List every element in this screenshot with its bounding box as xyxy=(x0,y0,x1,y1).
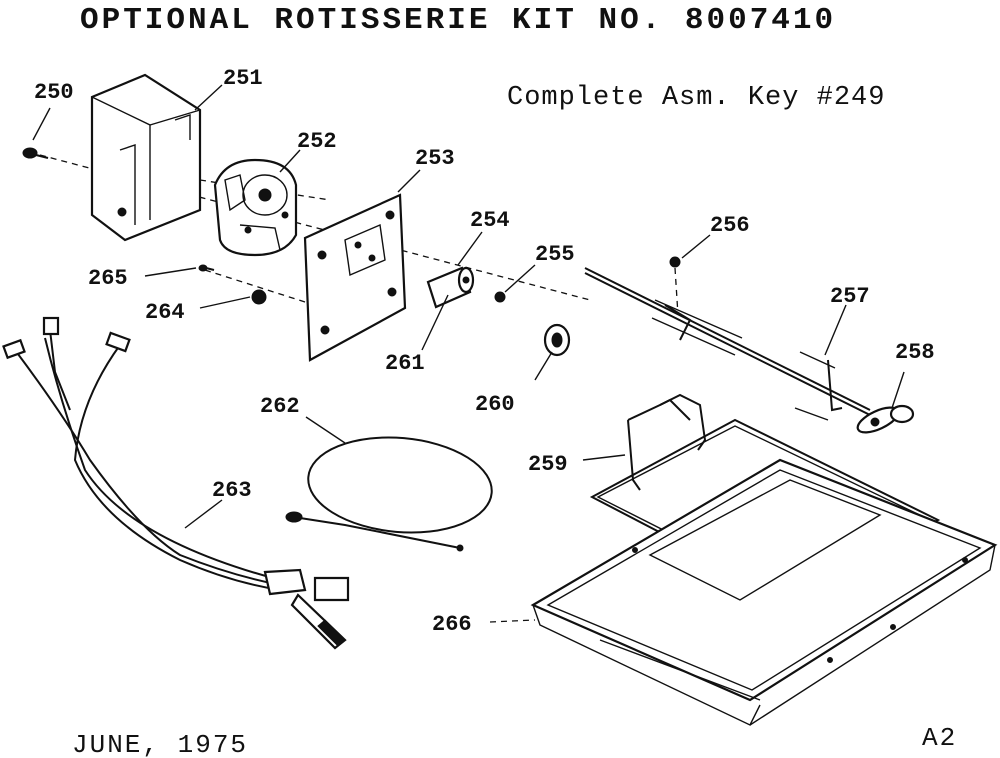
callout-266: 266 xyxy=(432,612,472,637)
callout-265: 265 xyxy=(88,266,128,291)
assembly-key: Complete Asm. Key #249 xyxy=(507,83,885,113)
callout-253: 253 xyxy=(415,146,455,171)
callout-259: 259 xyxy=(528,452,568,477)
callout-256: 256 xyxy=(710,213,750,238)
callout-250: 250 xyxy=(34,80,74,105)
screw-axis-line xyxy=(674,267,679,316)
callout-255: 255 xyxy=(535,242,575,267)
part-260-bushing xyxy=(543,323,571,357)
callout-251: 251 xyxy=(223,66,263,91)
assembly-axis-line xyxy=(39,154,591,301)
diagram-title: OPTIONAL ROTISSERIE KIT NO. 8007410 xyxy=(80,3,836,38)
part-257-spit-rod xyxy=(584,267,871,421)
footer-page: A2 xyxy=(922,723,957,753)
part-253-mounting-plate xyxy=(303,193,407,362)
part-251-motor-cover xyxy=(90,73,202,242)
part-262-cord xyxy=(285,436,493,552)
part-256-setscrew xyxy=(669,256,681,268)
callout-260: 260 xyxy=(475,392,515,417)
part-255-screw xyxy=(494,291,506,303)
callout-leaders xyxy=(32,84,905,623)
callout-258: 258 xyxy=(895,340,935,365)
callout-261: 261 xyxy=(385,351,425,376)
part-263-wiring-harness xyxy=(2,316,350,650)
part-266-broiler-pan xyxy=(530,458,998,726)
part-264-nut xyxy=(251,289,267,305)
part-258-handle xyxy=(856,404,915,434)
callout-264: 264 xyxy=(145,300,185,325)
part-261-shaft-sleeve xyxy=(426,266,475,309)
callout-263: 263 xyxy=(212,478,252,503)
part-250-screw xyxy=(22,147,49,159)
callout-254: 254 xyxy=(470,208,510,233)
callout-262: 262 xyxy=(260,394,300,419)
callout-252: 252 xyxy=(297,129,337,154)
part-252-motor xyxy=(213,158,298,257)
callout-257: 257 xyxy=(830,284,870,309)
footer-date: JUNE, 1975 xyxy=(72,730,248,758)
part-265-screw xyxy=(198,264,215,272)
